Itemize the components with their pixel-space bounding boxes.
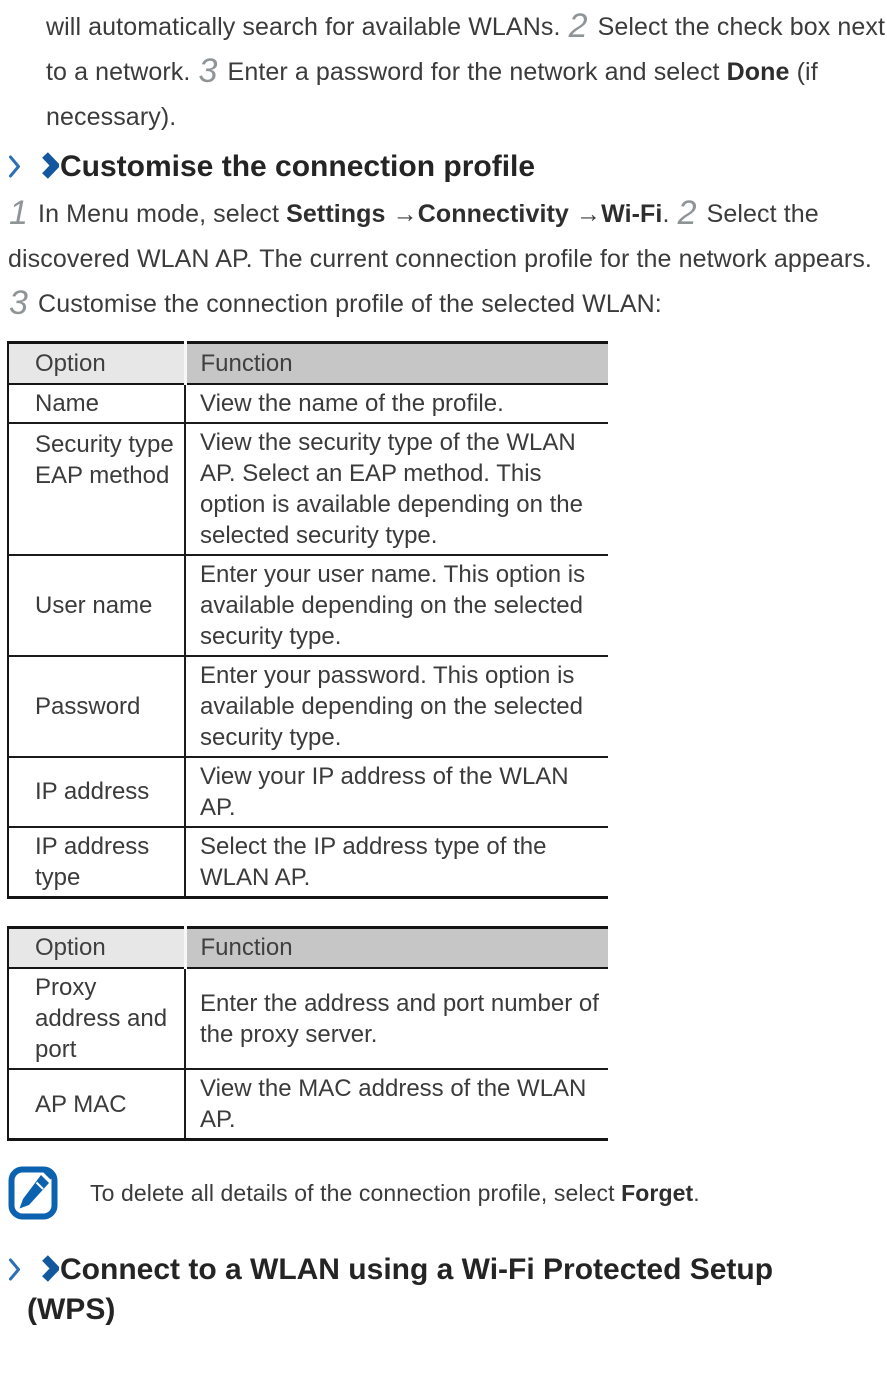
function-cell: View the name of the profile. [200,389,504,417]
table-row: IP address type Select the IP address ty… [8,825,608,897]
function-cell: Enter your password. This option is avai… [185,654,608,757]
steps-text: Select the discovered WLAN AP. The curre… [8,200,872,273]
section-heading-wps: Connect to a WLAN using a Wi-Fi Protecte… [8,1250,868,1330]
function-cell: Select the IP address type of the WLAN A… [185,825,608,897]
arrow-glyph: → [568,200,602,228]
option-cell: AP MAC [8,1068,186,1140]
function-cell: Enter the address and port number of the… [200,989,599,1048]
chevron-right-icon [9,1258,20,1281]
intro-text: (if necessary). [46,58,818,131]
section-heading-customise: Customise the connection profile [8,147,868,187]
menu-path-wifi: Wi-Fi [601,200,663,228]
table-row: Proxy address and port Enter the address… [8,968,608,1069]
function-column-header: Function [185,342,608,385]
table-header-row: Option Function [8,927,608,969]
function-cell: Enter your user name. This option is ava… [185,553,608,656]
option-column-header: Option [8,927,187,969]
bold-done-label: Done [726,58,790,86]
step-number: 2 [677,194,697,232]
option-cell: IP address [8,755,186,827]
section-title: Connect to a WLAN using a Wi-Fi Protecte… [27,1253,774,1326]
table-header-row: Option Function [8,342,608,385]
bold-forget-label: Forget [621,1179,694,1206]
intro-text: Enter a password for the network and sel… [220,58,727,86]
table-row: IP address View your IP address of the W… [8,755,608,827]
option-cell: Password [8,654,186,757]
table-row: Security type EAP method View the securi… [8,421,608,555]
option-cell: Name [8,383,186,423]
steps-text: Customise the connection profile of the … [31,290,662,318]
options-table-1: Option Function Name View the name of th… [7,341,608,899]
option-cell: IP address type [8,825,186,897]
function-cell: View your IP address of the WLAN AP. [185,755,608,827]
note-text: To delete all details of the connection … [90,1180,700,1207]
note-text-run: To delete all details of the connection … [90,1179,622,1206]
steps-text: . [662,200,677,228]
step-number: 3 [9,284,29,322]
note-pencil-icon [8,1166,58,1220]
table-row: User name Enter your user name. This opt… [8,553,608,656]
function-column-header: Function [185,927,608,969]
function-cell: View the MAC address of the WLAN AP. [185,1068,608,1140]
step-number: 2 [568,7,588,45]
step-number: 1 [9,194,29,232]
note-text-run: . [693,1179,700,1206]
menu-path-settings: Settings [286,200,386,228]
table-row: AP MAC View the MAC address of the WLAN … [8,1068,608,1140]
option-cell: Proxy address and port [8,968,186,1069]
step-number: 3 [198,52,218,90]
intro-text: Select the check box next to a network. [46,13,886,86]
chevron-right-icon [9,155,20,178]
intro-paragraph: will automatically search for available … [46,5,886,140]
option-column-header: Option [8,342,187,385]
arrow-glyph: → [385,200,418,228]
function-cell: View the security type of the WLAN AP. S… [185,421,608,555]
steps-paragraph: 1 In Menu mode, select Settings →Connect… [8,192,874,327]
table-row: Password Enter your password. This optio… [8,654,608,757]
note: To delete all details of the connection … [8,1166,887,1220]
option-cell: User name [8,553,186,656]
option-cell: Security type EAP method [8,421,186,555]
options-table-2: Option Function Proxy address and port E… [7,925,608,1141]
table-row: Name View the name of the profile. [8,383,608,423]
heavy-chevron-right-icon [42,1255,61,1282]
menu-path-connectivity: Connectivity [417,200,569,228]
steps-text: In Menu mode, select [31,200,287,228]
intro-text: will automatically search for available … [46,13,568,41]
heavy-chevron-right-icon [42,152,61,179]
section-title: Customise the connection profile [60,150,536,183]
